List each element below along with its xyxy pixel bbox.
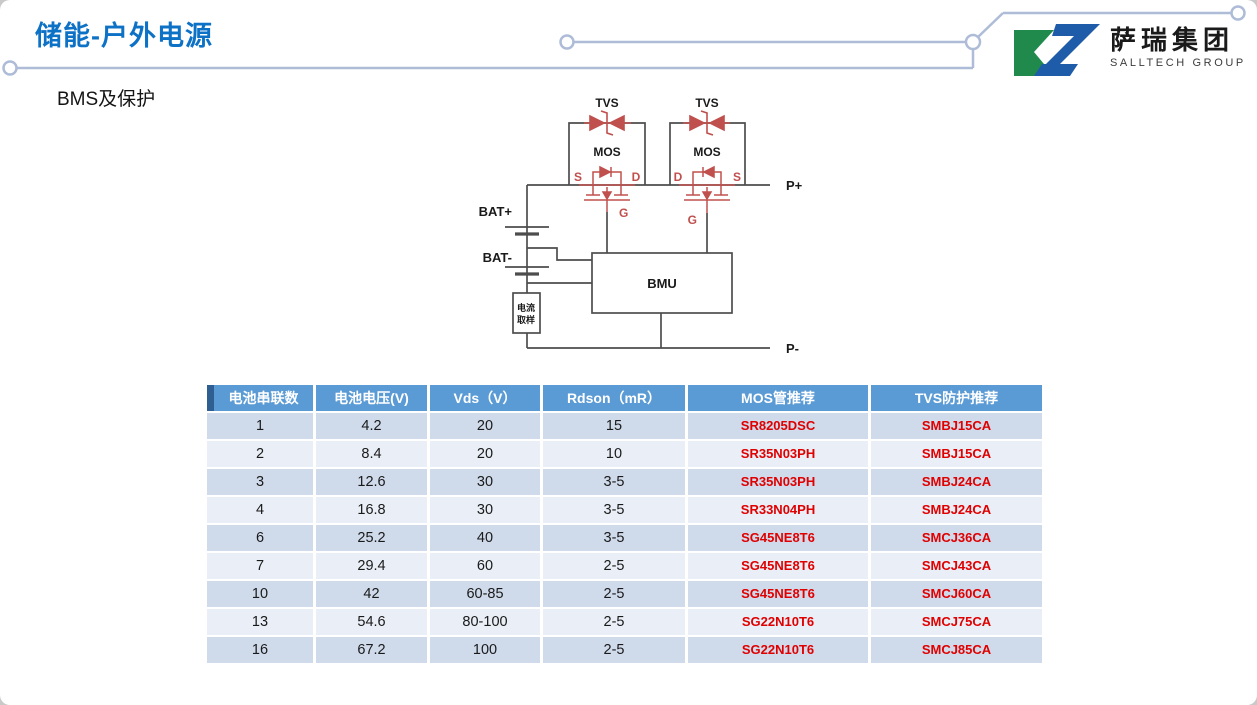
table-cell: 20 <box>430 413 540 439</box>
table-cell: 54.6 <box>316 609 427 635</box>
bat-plus-label: BAT+ <box>479 204 513 219</box>
table-cell: 40 <box>430 525 540 551</box>
mos1-gate-label: G <box>619 206 628 220</box>
p-plus-label: P+ <box>786 178 803 193</box>
tvs1-label: TVS <box>595 96 618 110</box>
col-header-rdson: Rdson（mR） <box>543 385 685 411</box>
table-cell: 8.4 <box>316 441 427 467</box>
table-cell: 2 <box>207 441 313 467</box>
bms-circuit-diagram: TVS TVS MOS MOS S D G D S G BAT+ BAT- BM… <box>479 96 803 356</box>
col-header-tvs-recommendation: TVS防护推荐 <box>871 385 1042 411</box>
table-cell: 100 <box>430 637 540 663</box>
table-cell: 3 <box>207 469 313 495</box>
mos1-drain-label: D <box>632 170 641 184</box>
table-cell: 16 <box>207 637 313 663</box>
part-number-cell: SMCJ43CA <box>871 553 1042 579</box>
part-number-cell: SMBJ24CA <box>871 497 1042 523</box>
table-cell: 2-5 <box>543 637 685 663</box>
tvs2-label: TVS <box>695 96 718 110</box>
page-title: 储能-户外电源 <box>35 21 213 51</box>
table-cell: 42 <box>316 581 427 607</box>
mos2-gate-label: G <box>688 213 697 227</box>
current-sense-label-line1: 电流 <box>517 302 535 313</box>
table-cell: 60 <box>430 553 540 579</box>
table-cell: 3-5 <box>543 469 685 495</box>
current-sense-label-line2: 取样 <box>517 314 535 325</box>
table-cell: 4.2 <box>316 413 427 439</box>
col-header-series-count: 电池串联数 <box>207 385 313 411</box>
table-cell: 2-5 <box>543 553 685 579</box>
table-cell: 20 <box>430 441 540 467</box>
mos2-source-label: S <box>733 170 741 184</box>
table-cell: 7 <box>207 553 313 579</box>
col-header-battery-voltage: 电池电压(V) <box>316 385 427 411</box>
table-cell: 29.4 <box>316 553 427 579</box>
part-number-cell: SR35N03PH <box>688 441 868 467</box>
part-number-cell: SR35N03PH <box>688 469 868 495</box>
mos2-label: MOS <box>693 145 720 159</box>
part-number-cell: SG22N10T6 <box>688 609 868 635</box>
table-cell: 12.6 <box>316 469 427 495</box>
table-cell: 3-5 <box>543 525 685 551</box>
table-cell: 30 <box>430 497 540 523</box>
table-cell: 15 <box>543 413 685 439</box>
part-number-cell: SR8205DSC <box>688 413 868 439</box>
part-number-cell: SMCJ36CA <box>871 525 1042 551</box>
tvs-diode-icon <box>584 110 730 136</box>
bmu-label: BMU <box>647 276 677 291</box>
part-number-cell: SMBJ24CA <box>871 469 1042 495</box>
table-cell: 80-100 <box>430 609 540 635</box>
bms-table: 电池串联数 电池电压(V) Vds（V） Rdson（mR） MOS管推荐 TV… <box>207 385 1042 663</box>
mos1-source-label: S <box>574 170 582 184</box>
table-cell: 10 <box>543 441 685 467</box>
part-number-cell: SMCJ85CA <box>871 637 1042 663</box>
mos2-drain-label: D <box>674 170 683 184</box>
p-minus-label: P- <box>786 341 799 356</box>
mos1-label: MOS <box>593 145 620 159</box>
table-cell: 6 <box>207 525 313 551</box>
part-number-cell: SG45NE8T6 <box>688 581 868 607</box>
bat-minus-label: BAT- <box>483 250 512 265</box>
table-cell: 60-85 <box>430 581 540 607</box>
circuit-wires <box>505 122 770 349</box>
mosfet-icon <box>679 165 735 213</box>
col-header-vds: Vds（V） <box>430 385 540 411</box>
col-header-mos-recommendation: MOS管推荐 <box>688 385 868 411</box>
part-number-cell: SMCJ60CA <box>871 581 1042 607</box>
table-cell: 3-5 <box>543 497 685 523</box>
logo-company-name: 萨瑞集团 <box>1110 25 1235 55</box>
table-cell: 2-5 <box>543 609 685 635</box>
section-subtitle: BMS及保护 <box>57 89 156 110</box>
company-logo: 萨瑞集团 SALLTECH GROUP <box>1012 22 1246 78</box>
part-number-cell: SG45NE8T6 <box>688 553 868 579</box>
table-cell: 30 <box>430 469 540 495</box>
table-cell: 25.2 <box>316 525 427 551</box>
table-cell: 2-5 <box>543 581 685 607</box>
part-number-cell: SMBJ15CA <box>871 413 1042 439</box>
table-cell: 4 <box>207 497 313 523</box>
logo-mark-icon <box>1014 24 1100 76</box>
logo-text: 萨瑞集团 SALLTECH GROUP <box>1110 26 1246 69</box>
part-number-cell: SG22N10T6 <box>688 637 868 663</box>
table-cell: 1 <box>207 413 313 439</box>
table-cell: 10 <box>207 581 313 607</box>
part-number-cell: SMCJ75CA <box>871 609 1042 635</box>
logo-group-name: SALLTECH GROUP <box>1110 56 1246 69</box>
table-cell: 67.2 <box>316 637 427 663</box>
part-number-cell: SMBJ15CA <box>871 441 1042 467</box>
mosfet-icon <box>579 165 635 212</box>
table-cell: 13 <box>207 609 313 635</box>
part-number-cell: SG45NE8T6 <box>688 525 868 551</box>
table-cell: 16.8 <box>316 497 427 523</box>
part-number-cell: SR33N04PH <box>688 497 868 523</box>
